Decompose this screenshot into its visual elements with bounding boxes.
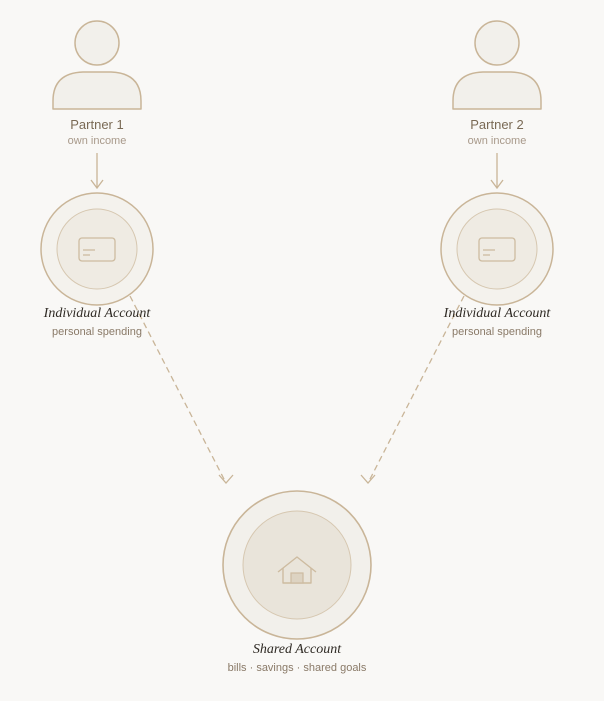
house-icon [277, 556, 317, 584]
partner-1-person-icon [52, 20, 142, 110]
shared-account-name: Shared Account [252, 642, 342, 657]
individual-account-2-node [440, 192, 554, 306]
arrow-partner-2-to-individual [490, 153, 504, 190]
partner-1-subtitle: own income [67, 135, 127, 147]
dashed-arrow-individual-1-to-shared [129, 295, 234, 484]
individual-account-1-node [40, 192, 154, 306]
shared-account-subtitle: bills · savings · shared goals [227, 662, 367, 674]
partner-2-subtitle: own income [467, 135, 527, 147]
partner-2-name: Partner 2 [470, 117, 524, 132]
arrow-partner-1-to-individual [90, 153, 104, 190]
individual-account-2-name: Individual Account [443, 306, 551, 321]
shared-account-node [222, 490, 372, 640]
individual-account-1-name: Individual Account [43, 306, 151, 321]
credit-card-icon [78, 237, 116, 262]
dashed-arrow-individual-2-to-shared [360, 295, 465, 484]
credit-card-icon [478, 237, 516, 262]
individual-account-2-subtitle: personal spending [452, 326, 542, 338]
partner-2-person-icon [452, 20, 542, 110]
individual-account-1-subtitle: personal spending [52, 326, 142, 338]
partner-1-name: Partner 1 [70, 117, 124, 132]
